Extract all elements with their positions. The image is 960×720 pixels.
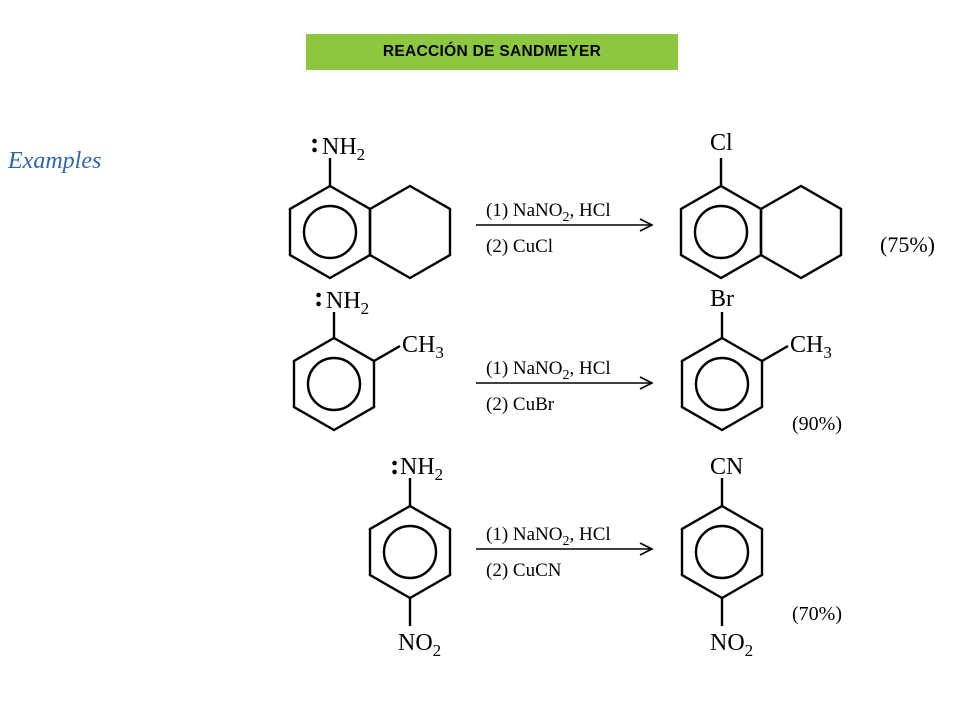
- reactant-1-structure: [288, 158, 452, 280]
- reaction-3-yield: (70%): [792, 603, 842, 625]
- reaction-1-arrow: [476, 218, 654, 232]
- reactant-2-structure: [292, 312, 401, 432]
- reaction-3-step1: (1) NaNO2, HCl: [486, 524, 611, 549]
- product-3-nitro: NO2: [710, 630, 753, 660]
- reaction-3-step2: (2) CuCN: [486, 560, 562, 581]
- reactant-3-lone-pair: :: [390, 450, 399, 481]
- reactant-3-structure: [368, 478, 452, 626]
- reactant-3-amine: NH2: [400, 454, 443, 484]
- reaction-1-yield: (75%): [880, 232, 935, 257]
- reaction-2-step1: (1) NaNO2, HCl: [486, 358, 611, 383]
- reaction-1: : NH2 (1) NaNO2, HCl (2) CuCl Cl (75%): [288, 128, 935, 280]
- reactant-2-amine: NH2: [326, 288, 369, 318]
- reaction-2-yield: (90%): [792, 413, 842, 435]
- reaction-1-step1: (1) NaNO2, HCl: [486, 200, 611, 225]
- product-3-group: CN: [710, 454, 743, 480]
- examples-label: Examples: [8, 148, 102, 174]
- reaction-3-arrow: [476, 542, 654, 556]
- product-3-structure: [680, 478, 764, 626]
- reaction-3: : NH2 NO2 (1) NaNO2, HCl (2) CuCN CN NO2…: [368, 450, 842, 660]
- reactant-1-amine: NH2: [322, 134, 365, 164]
- product-1-group: Cl: [710, 130, 733, 156]
- reactant-2-lone-pair: :: [314, 282, 323, 313]
- reaction-2-step2: (2) CuBr: [486, 394, 555, 415]
- title-banner: REACCIÓN DE SANDMEYER: [306, 34, 678, 70]
- reaction-2: : NH2 CH3 (1) NaNO2, HCl (2) CuBr Br CH3…: [292, 282, 842, 435]
- product-2-group: Br: [710, 286, 734, 312]
- title-text: REACCIÓN DE SANDMEYER: [382, 43, 602, 60]
- reactant-3-nitro: NO2: [398, 630, 441, 660]
- reaction-1-step2: (2) CuCl: [486, 236, 553, 257]
- product-2-structure: [680, 312, 789, 432]
- reaction-2-arrow: [476, 376, 654, 390]
- product-1-structure: [679, 158, 843, 280]
- product-2-methyl: CH3: [790, 332, 832, 362]
- reactant-2-methyl: CH3: [402, 332, 444, 362]
- reactant-1-lone-pair: :: [310, 128, 319, 159]
